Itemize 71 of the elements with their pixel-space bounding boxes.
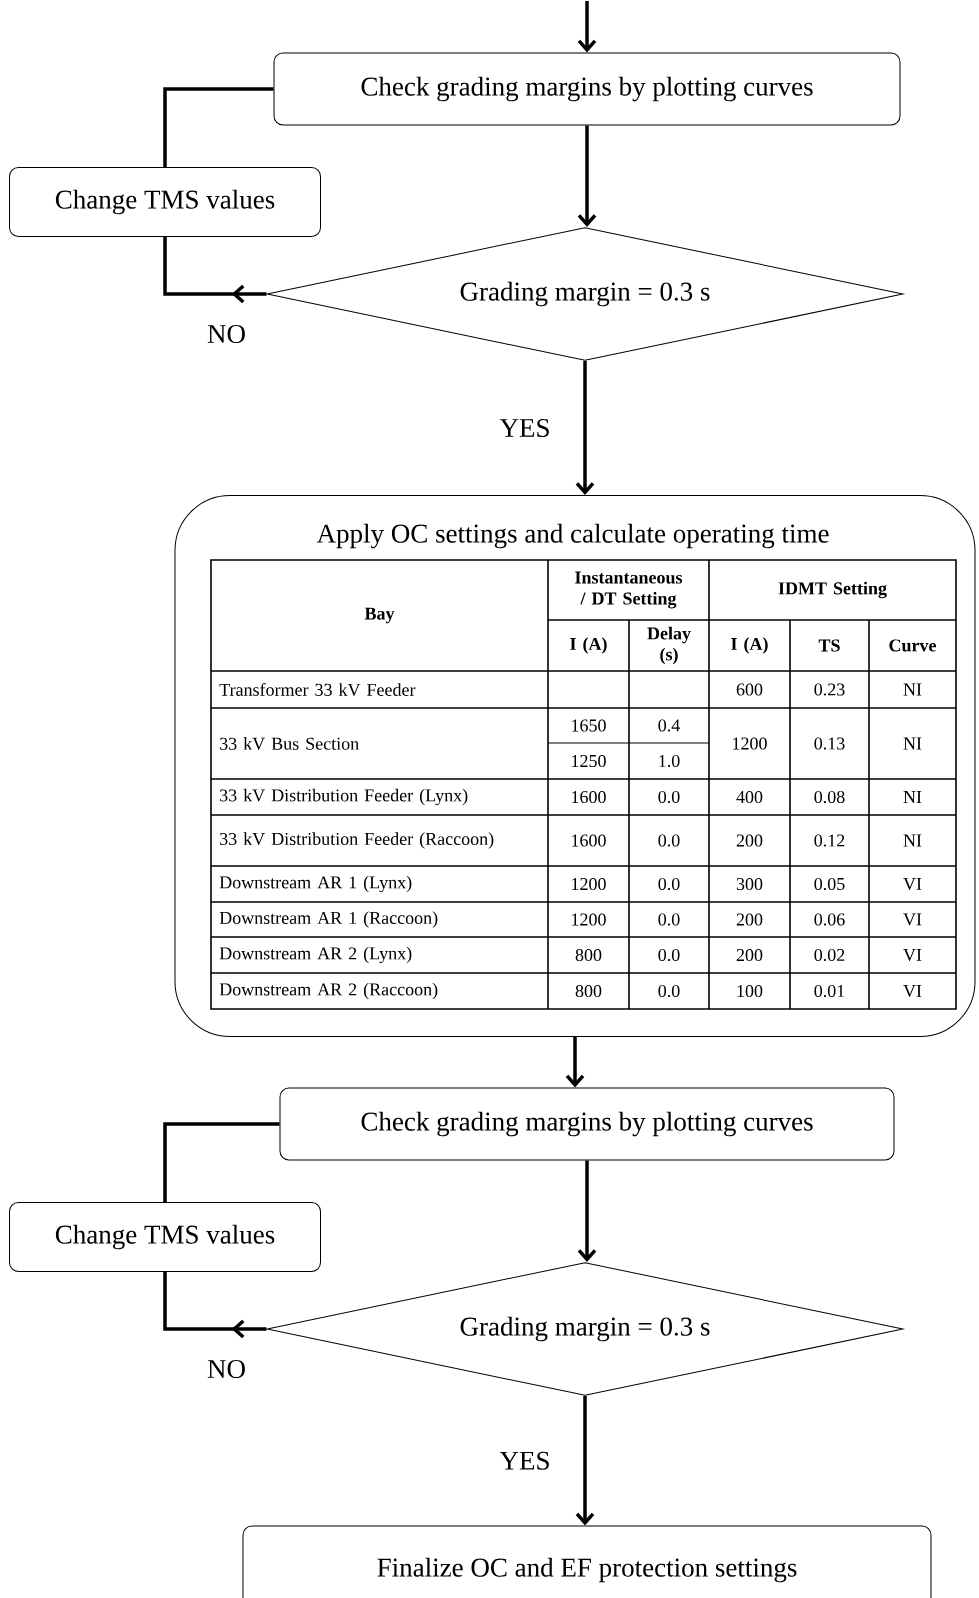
table-header: IDMT Setting [778, 581, 887, 599]
table-value: 800 [575, 984, 602, 998]
table-value: 0.0 [658, 790, 680, 804]
table-value: 300 [736, 877, 763, 891]
process-box: Check grading margins by plotting curves [279, 1087, 895, 1161]
table-value: 0.0 [658, 984, 680, 998]
table-header: Delay (s) [647, 626, 691, 665]
table-text: Downstream AR 1 (Raccoon) [219, 911, 438, 928]
table-value: 0.02 [814, 948, 845, 962]
arrow [575, 361, 595, 495]
process-box: Check grading margins by plotting curves [273, 52, 901, 126]
table-text: 33 kV Distribution Feeder (Raccoon) [220, 832, 494, 849]
table-value: 1200 [572, 913, 606, 926]
table-value: 1.0 [659, 754, 680, 768]
table-value: 0.13 [814, 737, 845, 750]
table-text: 33 kV Distribution Feeder (Lynx) [220, 788, 468, 806]
table-value: 0.12 [814, 834, 845, 847]
process-box: Finalize OC and EF protection settings [242, 1525, 932, 1598]
table-header: I (A) [731, 637, 768, 654]
edge-label: YES [499, 418, 549, 438]
table-header: TS [818, 639, 840, 652]
table-value: 0.0 [658, 877, 680, 891]
table-value: VI [903, 913, 922, 926]
table-value: VI [903, 877, 922, 891]
table-value: 0.05 [814, 877, 845, 891]
edge-label: YES [499, 1451, 549, 1470]
table-value: VI [903, 948, 922, 962]
arrow [577, 1160, 597, 1262]
table-value: 0.23 [814, 683, 845, 696]
arrow [577, 125, 597, 227]
edge-label: NO [207, 1359, 245, 1379]
arrow [565, 1037, 585, 1088]
table-value: 1250 [572, 754, 606, 768]
table-value: 0.0 [658, 948, 680, 962]
table-header: Curve [889, 639, 937, 652]
table-value: 200 [736, 948, 763, 962]
table-value: 1200 [572, 877, 606, 891]
table-text: Transformer 33 kV Feeder [219, 683, 416, 696]
table-value: 200 [736, 913, 763, 926]
edge-label: NO [207, 324, 245, 344]
table-value: 400 [736, 790, 763, 804]
table-text: 33 kV Bus Section [220, 737, 359, 750]
table-value: NI [903, 834, 922, 847]
table-value: 0.0 [658, 913, 680, 926]
table-value: 1200 [733, 737, 767, 750]
arrow [577, 1, 597, 53]
table-text: Downstream AR 2 (Lynx) [219, 946, 412, 964]
table-header: Instantaneous / DT Setting [575, 571, 683, 609]
table-header: I (A) [570, 637, 607, 654]
table-value: 0.01 [814, 984, 845, 998]
arrow [575, 1396, 595, 1526]
table-value: 0.4 [658, 719, 680, 732]
table-value: NI [903, 683, 922, 696]
table-header: Bay [364, 607, 395, 624]
table-value: 0.08 [814, 790, 845, 804]
table-value: VI [903, 984, 922, 998]
table-value: NI [903, 791, 922, 803]
table-value: 600 [736, 683, 763, 696]
table-text: Downstream AR 1 (Lynx) [219, 875, 412, 893]
table-value: 1600 [572, 834, 606, 847]
process-box: Change TMS values [9, 167, 321, 237]
table-value: 1600 [572, 790, 606, 804]
table-value: 1650 [572, 719, 606, 732]
table-value: 200 [736, 834, 763, 847]
table-value: 0.06 [814, 913, 845, 926]
process-box: Change TMS values [9, 1202, 321, 1272]
table-value: 800 [575, 948, 602, 962]
table-text: Downstream AR 2 (Raccoon) [219, 982, 438, 1000]
table-value: 100 [737, 984, 763, 998]
table-value: 0.0 [658, 834, 680, 847]
table-value: NI [903, 737, 922, 750]
